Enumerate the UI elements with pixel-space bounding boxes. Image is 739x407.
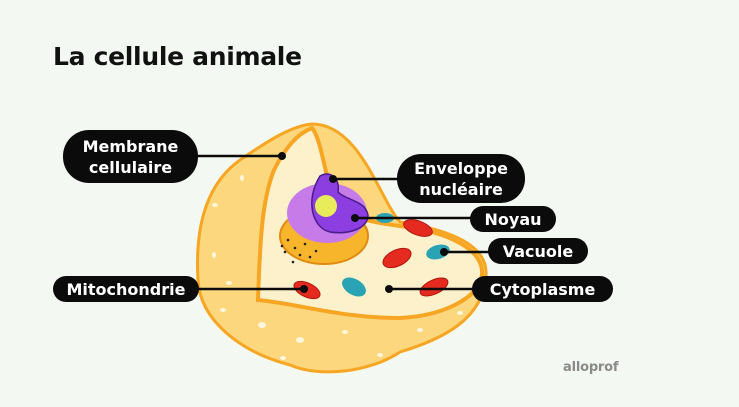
label-noyau: Noyau	[470, 206, 556, 232]
label-mitochondrie: Mitochondrie	[53, 276, 199, 302]
ribosomes	[280, 238, 318, 264]
label-vacuole: Vacuole	[488, 238, 588, 264]
leader-dots	[278, 152, 448, 293]
cell-speckles	[212, 175, 463, 360]
mitochondria	[293, 219, 449, 300]
label-enveloppe-nucleaire: Enveloppe nucléaire	[397, 154, 525, 203]
label-cytoplasme: Cytoplasme	[472, 276, 613, 302]
leader-lines	[195, 154, 490, 291]
label-text: nucléaire	[419, 179, 503, 199]
label-membrane-cellulaire: Membrane cellulaire	[63, 130, 198, 183]
nucleolus	[315, 195, 337, 217]
label-text: Enveloppe	[414, 158, 508, 178]
label-text: Membrane	[82, 136, 179, 156]
alloprof-logo: alloprof	[563, 360, 619, 375]
page-title: La cellule animale	[53, 42, 302, 71]
label-text: cellulaire	[88, 157, 173, 177]
